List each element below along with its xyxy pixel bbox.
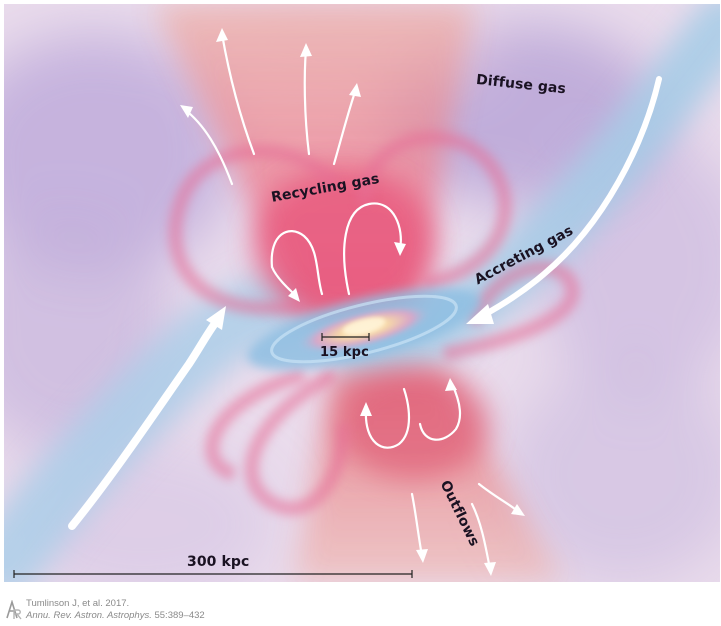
cgm-illustration: Diffuse gas Recycling gas Accreting gas … — [4, 4, 720, 582]
cgm-artwork — [4, 4, 720, 582]
credit-pages: 55:389–432 — [152, 610, 205, 621]
credit-journal: Annu. Rev. Astron. Astrophys. — [26, 610, 152, 621]
credit-journal-line: Annu. Rev. Astron. Astrophys. 55:389–432 — [26, 610, 205, 621]
credit-citation: Tumlinson J, et al. 2017. — [26, 598, 129, 609]
scale-large-label: 300 kpc — [187, 554, 249, 570]
figure-credit: Tumlinson J, et al. 2017. Annu. Rev. Ast… — [6, 598, 406, 624]
scale-small-label: 15 kpc — [320, 345, 369, 360]
annual-reviews-logo — [6, 600, 22, 620]
